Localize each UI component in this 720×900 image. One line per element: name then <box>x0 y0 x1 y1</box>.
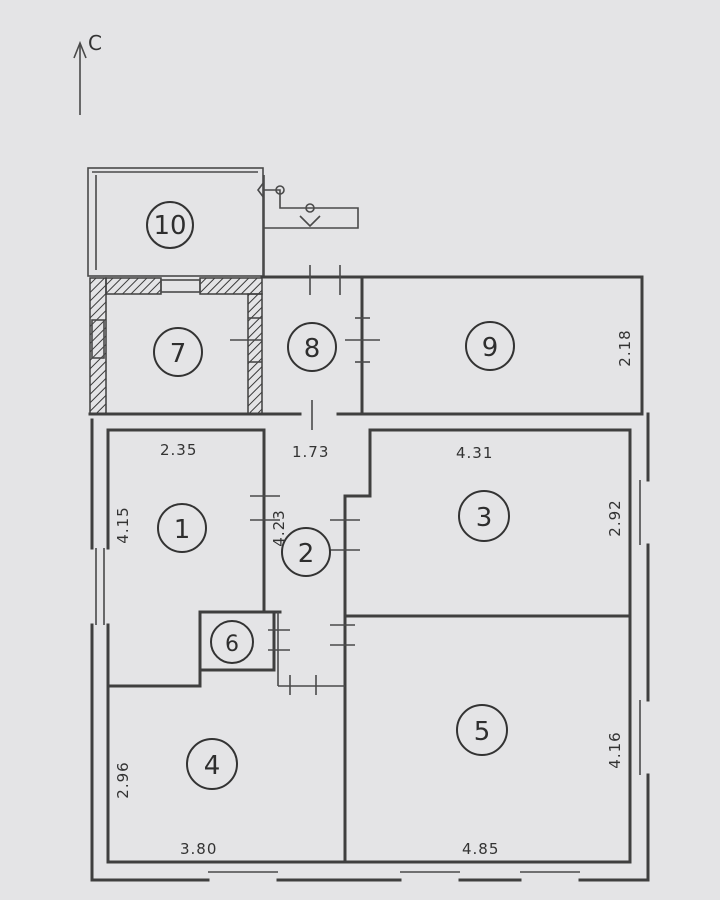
room-7-walls <box>88 277 264 416</box>
room-7: 7 <box>153 327 203 377</box>
dim-room9-height: 2.18 <box>616 329 634 366</box>
room-4: 4 <box>186 738 238 790</box>
room-9: 9 <box>465 321 515 371</box>
room-7-label: 7 <box>170 339 187 369</box>
room-2-label: 2 <box>298 539 315 569</box>
room-2: 2 <box>281 527 331 577</box>
room-10-walls <box>87 167 264 277</box>
room-1: 1 <box>157 503 207 553</box>
outer-walls <box>90 412 650 882</box>
interior-walls <box>106 428 632 864</box>
room-10-label: 10 <box>153 211 186 241</box>
room-3: 3 <box>458 490 510 542</box>
north-arrow: С <box>73 31 102 115</box>
room-8-label: 8 <box>304 334 321 364</box>
room-5-label: 5 <box>474 717 491 747</box>
dim-corridor-width: 1.73 <box>292 443 329 461</box>
room-9-label: 9 <box>482 333 499 363</box>
north-arrow-head-icon <box>73 40 87 59</box>
dim-room1-height: 4.15 <box>114 506 132 543</box>
dim-room1-width: 2.35 <box>160 441 197 459</box>
dim-room3-width: 4.31 <box>456 444 493 462</box>
entrance-porch <box>257 175 359 278</box>
dim-room4-height: 2.96 <box>114 761 132 798</box>
room-3-label: 3 <box>476 503 493 533</box>
dim-room4-width: 3.80 <box>180 840 217 858</box>
room-6-label: 6 <box>225 632 239 657</box>
room-4-label: 4 <box>204 751 221 781</box>
dim-room5-width: 4.85 <box>462 840 499 858</box>
room-8: 8 <box>287 322 337 372</box>
room-1-label: 1 <box>174 515 191 545</box>
room-5: 5 <box>456 704 508 756</box>
dim-room5-height: 4.16 <box>606 731 624 768</box>
dim-room3-height: 2.92 <box>606 499 624 536</box>
rooms-8-9-walls <box>248 265 644 430</box>
room-6: 6 <box>210 620 254 664</box>
dim-corridor-height: 4.23 <box>270 509 288 546</box>
north-label: С <box>88 31 102 55</box>
room-10: 10 <box>146 201 194 249</box>
